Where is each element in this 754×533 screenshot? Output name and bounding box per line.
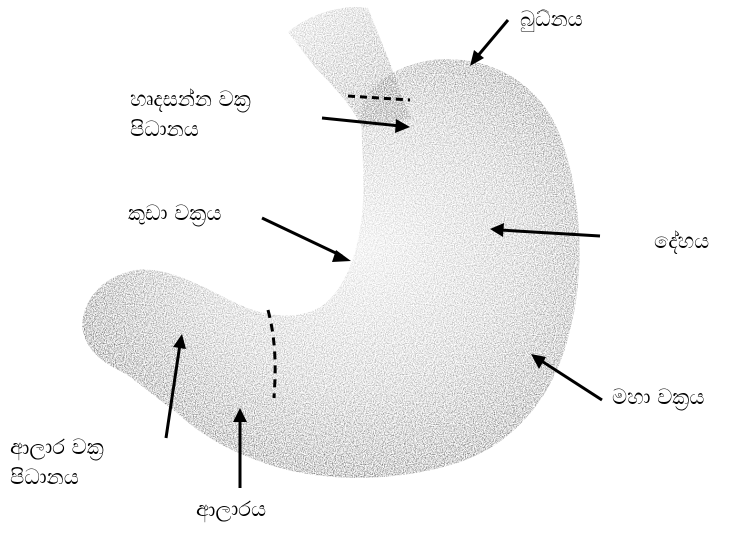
label-lesser-curvature: කුඩා වක්‍රය (128, 198, 221, 228)
lesser-curvature-arrow (262, 218, 351, 262)
label-cardiac-sphincter: හෘදසන්න වක්‍ර පිධානය (130, 84, 251, 144)
label-pyloric-sphincter: ආලාර වක්‍ර පිධානය (10, 432, 104, 492)
label-pylorus: ආලාරය (196, 494, 266, 524)
fundus-arrow (470, 20, 508, 66)
label-fundus: බුධ්නය (520, 4, 583, 34)
label-body: දේහය (654, 226, 709, 256)
label-greater-curvature: මහා වක්‍රය (612, 382, 704, 412)
